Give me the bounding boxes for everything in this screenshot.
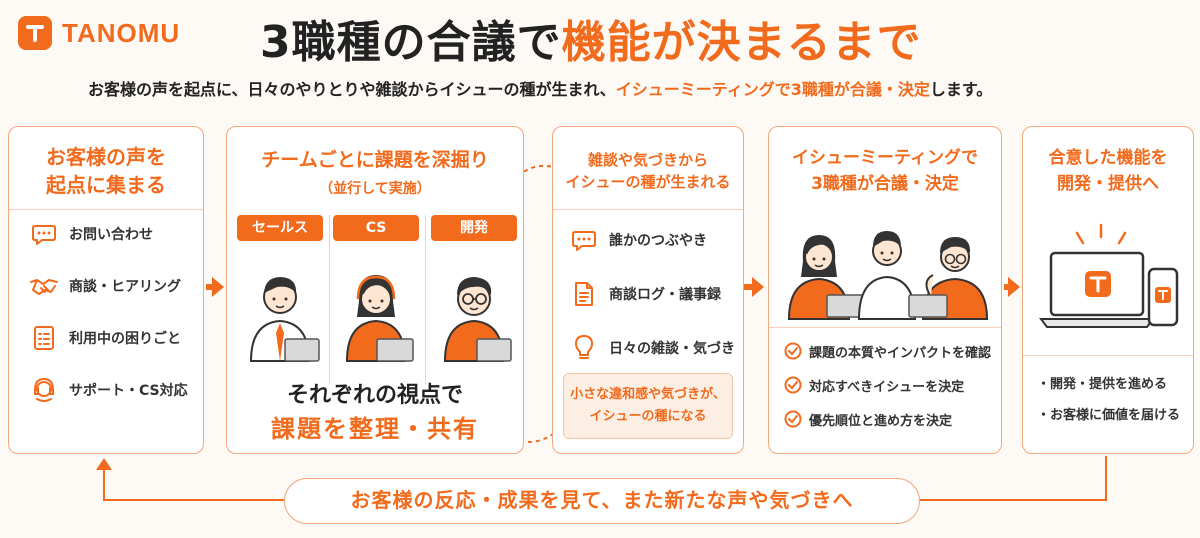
step3-list: 誰かのつぶやき 商談ログ・議事録 日々の雑談・気づき bbox=[569, 225, 735, 363]
step5-title: 合意した機能を 開発・提供へ bbox=[1023, 145, 1193, 197]
subtitle-part2: イシューミーティングで3職種が合議・決定 bbox=[615, 80, 930, 99]
subtitle-part3: します。 bbox=[929, 80, 993, 99]
cs-person-icon bbox=[345, 275, 414, 362]
divider bbox=[553, 209, 743, 210]
list-item: 商談ログ・議事録 bbox=[569, 279, 735, 309]
step3-note: 小さな違和感や気づきが、 イシューの種になる bbox=[563, 373, 733, 439]
divider bbox=[1023, 355, 1193, 356]
loop-line bbox=[103, 468, 284, 501]
list-item-label: 日々の雑談・気づき bbox=[609, 341, 735, 357]
title-part2: 機能が決まるまで bbox=[561, 17, 922, 68]
tanomu-logo-icon bbox=[18, 16, 52, 50]
step1-title-line2: 起点に集まる bbox=[46, 173, 166, 197]
list-item-label: ・開発・提供を進める bbox=[1037, 377, 1168, 392]
loop-line bbox=[920, 456, 1107, 501]
chat-bubble-icon bbox=[569, 225, 599, 255]
check-circle-icon bbox=[783, 341, 803, 361]
document-icon bbox=[569, 279, 599, 309]
step1-list: お問い合わせ 商談・ヒアリング 利用中の困りごと サポート・CS対応 bbox=[29, 219, 188, 405]
list-item: 課題の本質やインパクトを確認 bbox=[783, 341, 991, 361]
list-item-label: 優先順位と進め方を決定 bbox=[809, 413, 953, 429]
list-item-label: ・お客様に価値を届ける bbox=[1037, 408, 1181, 423]
step5-list: ・開発・提供を進める ・お客様に価値を届ける bbox=[1037, 373, 1180, 423]
page-subtitle: お客様の声を起点に、日々のやりとりや雑談からイシューの種が生まれ、イシューミーテ… bbox=[88, 76, 992, 100]
list-item-label: 商談ログ・議事録 bbox=[609, 287, 721, 303]
arrow-right-icon bbox=[206, 277, 224, 297]
title-part1: 3職種の合議で bbox=[260, 17, 562, 68]
feedback-loop-banner: お客様の反応・成果を見て、また新たな声や気づきへ bbox=[284, 478, 920, 524]
step2-summary-line2: 課題を整理・共有 bbox=[271, 415, 479, 443]
handshake-icon bbox=[29, 271, 59, 301]
arrow-right-icon bbox=[744, 277, 764, 297]
step2-subtitle: （並行して実施） bbox=[319, 181, 431, 197]
step1-title: お客様の声を 起点に集まる bbox=[9, 143, 203, 199]
step4-title-line2: 3職種が合議・決定 bbox=[811, 174, 959, 194]
step1-title-line1: お客様の声を bbox=[46, 145, 166, 169]
headset-icon bbox=[29, 375, 59, 405]
divider bbox=[769, 327, 1001, 328]
step2-summary-line1: それぞれの視点で bbox=[286, 383, 463, 408]
list-item: 日々の雑談・気づき bbox=[569, 333, 735, 363]
step4-list: 課題の本質やインパクトを確認 対応すべきイシューを決定 優先順位と進め方を決定 bbox=[783, 341, 991, 429]
role-tag: 開発 bbox=[431, 215, 517, 241]
role-cs: CS bbox=[333, 215, 419, 375]
note-line2: イシューの種になる bbox=[589, 409, 707, 424]
arrow-right-icon bbox=[1004, 277, 1020, 297]
step-card-customer-voice: お客様の声を 起点に集まる お問い合わせ 商談・ヒアリング 利用中の困りごと bbox=[8, 126, 204, 454]
step-card-issue-meeting: イシューミーティングで 3職種が合議・決定 課題の本質やインパク bbox=[768, 126, 1002, 454]
devices-illustration-icon bbox=[1039, 223, 1179, 328]
divider bbox=[9, 209, 203, 210]
step4-title: イシューミーティングで 3職種が合議・決定 bbox=[769, 145, 1001, 197]
list-item: サポート・CS対応 bbox=[29, 375, 188, 405]
list-item-label: 商談・ヒアリング bbox=[69, 279, 181, 295]
list-item: ・お客様に価値を届ける bbox=[1037, 404, 1180, 423]
list-item-label: 誰かのつぶやき bbox=[609, 233, 707, 249]
dashed-arrow-icon bbox=[509, 427, 557, 443]
list-item: 誰かのつぶやき bbox=[569, 225, 735, 255]
role-tag: CS bbox=[333, 215, 419, 241]
note-line1: 小さな違和感や気づきが、 bbox=[570, 387, 726, 402]
list-item: ・開発・提供を進める bbox=[1037, 373, 1180, 392]
meeting-illustration-icon bbox=[787, 231, 989, 320]
chat-bubble-icon bbox=[29, 219, 59, 249]
list-item: 対応すべきイシューを決定 bbox=[783, 375, 991, 395]
step-card-delivery: 合意した機能を 開発・提供へ ・開発・提供を進める ・お客様に価値を届ける bbox=[1022, 126, 1194, 454]
check-circle-icon bbox=[783, 409, 803, 429]
divider bbox=[329, 215, 330, 385]
step3-title-line1: 雑談や気づきから bbox=[587, 151, 708, 169]
list-item: お問い合わせ bbox=[29, 219, 188, 249]
check-circle-icon bbox=[783, 375, 803, 395]
developer-person-icon bbox=[443, 277, 512, 362]
step-card-team-deep-dive: チームごとに課題を深掘り （並行して実施） セールス CS 開発 bbox=[226, 126, 524, 454]
subtitle-part1: お客様の声を起点に、日々のやりとりや雑談からイシューの種が生まれ、 bbox=[88, 80, 616, 99]
list-item-label: 利用中の困りごと bbox=[69, 331, 181, 347]
step5-title-line2: 開発・提供へ bbox=[1057, 174, 1159, 194]
list-item-label: お問い合わせ bbox=[69, 227, 153, 243]
list-item: 利用中の困りごと bbox=[29, 323, 188, 353]
list-item-label: サポート・CS対応 bbox=[69, 383, 188, 399]
step5-title-line1: 合意した機能を bbox=[1048, 148, 1168, 168]
page-title: 3職種の合議で機能が決まるまで bbox=[260, 6, 922, 70]
logo-text: TANOMU bbox=[62, 17, 181, 48]
checklist-icon bbox=[29, 323, 59, 353]
list-item: 商談・ヒアリング bbox=[29, 271, 188, 301]
role-dev: 開発 bbox=[431, 215, 517, 375]
lightbulb-icon bbox=[569, 333, 599, 363]
step4-title-line1: イシューミーティングで bbox=[792, 148, 978, 168]
role-tag: セールス bbox=[237, 215, 323, 241]
sales-person-icon bbox=[249, 277, 320, 362]
logo: TANOMU bbox=[18, 16, 180, 50]
arrow-up-icon bbox=[96, 458, 112, 470]
list-item-label: 課題の本質やインパクトを確認 bbox=[809, 345, 992, 361]
list-item: 優先順位と進め方を決定 bbox=[783, 409, 991, 429]
step2-title: チームごとに課題を深掘り bbox=[261, 149, 489, 171]
divider bbox=[425, 215, 426, 385]
dashed-arrow-icon bbox=[513, 164, 557, 201]
role-sales: セールス bbox=[237, 215, 323, 375]
list-item-label: 対応すべきイシューを決定 bbox=[809, 379, 965, 395]
step3-title: 雑談や気づきから イシューの種が生まれる bbox=[553, 149, 743, 193]
step-card-issue-seeds: 雑談や気づきから イシューの種が生まれる 誰かのつぶやき 商談ログ・議事録 日々… bbox=[552, 126, 744, 454]
step3-title-line2: イシューの種が生まれる bbox=[565, 173, 731, 191]
